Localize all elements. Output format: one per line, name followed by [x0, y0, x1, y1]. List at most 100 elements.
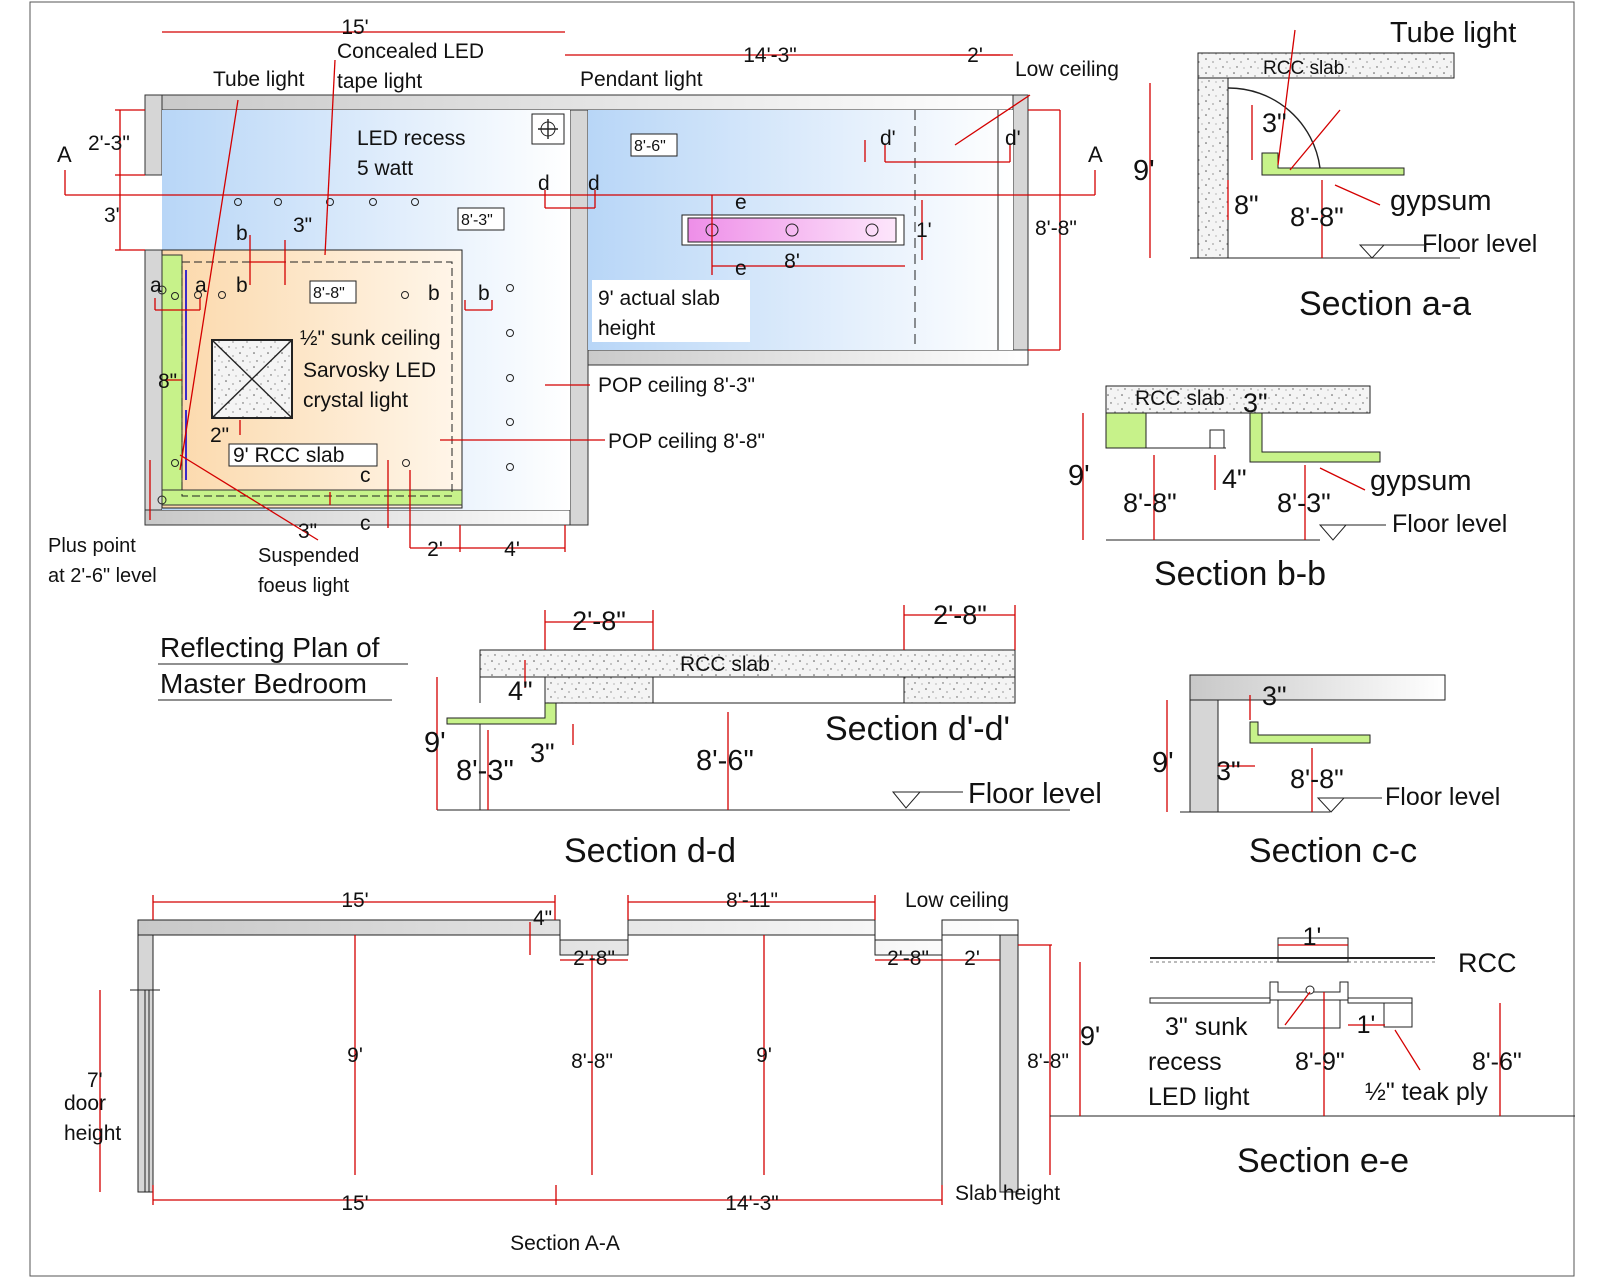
- label-pop-88: POP ceiling 8'-8": [608, 430, 765, 453]
- section-dd-dim-2-8b: 2'-8": [933, 600, 987, 630]
- mark-c-2: c: [360, 512, 371, 535]
- level-tag-8-8: 8'-8": [313, 285, 345, 302]
- label-pendant: Pendant light: [580, 68, 703, 91]
- section-ee-sunk-1: 3" sunk: [1165, 1013, 1248, 1041]
- mark-b-4: b: [478, 282, 490, 305]
- label-sarvosky-2: crystal light: [303, 389, 408, 412]
- section-cc-floor: Floor level: [1385, 783, 1500, 811]
- plan-dim-3in: 3": [293, 214, 312, 237]
- section-AA-door-2: door: [64, 1092, 106, 1115]
- section-dprime-title: Section d'-d': [825, 710, 1010, 748]
- plan-dim-14-3: 14'-3": [743, 44, 797, 67]
- section-AA-dim-9b: 9': [756, 1044, 772, 1067]
- mark-dprime-1: d': [880, 127, 896, 150]
- drawing-title-line2: Master Bedroom: [160, 668, 367, 699]
- plan-dim-2in: 2": [210, 424, 229, 447]
- section-d-d: Section d-d Section d'-d' RCC slab Floor…: [424, 600, 1102, 870]
- mark-e-2: e: [735, 257, 747, 280]
- section-AA-slab-height: Slab height: [955, 1182, 1060, 1205]
- drawing-title-line1: Reflecting Plan of: [160, 632, 380, 663]
- teak-ply-inner: [687, 217, 897, 243]
- mark-d-1: d: [538, 172, 550, 195]
- section-ee-teak: ½" teak ply: [1365, 1078, 1488, 1106]
- section-dd-dim-8-6: 8'-6": [696, 745, 754, 777]
- section-dd-rcc: RCC slab: [680, 653, 770, 676]
- section-AA-dim-8-8a: 8'-8": [571, 1050, 613, 1073]
- section-ee-dim-8-6: 8'-6": [1472, 1048, 1522, 1076]
- label-led-recess-2: 5 watt: [357, 157, 413, 180]
- plan-dim-3in-bottom: 3": [298, 520, 317, 543]
- sunk-ceiling-outline: [181, 261, 453, 497]
- section-bb-dim-4: 4": [1222, 464, 1247, 494]
- section-cc-dim-3b: 3": [1216, 756, 1241, 786]
- label-rcc-slab: 9' RCC slab: [233, 444, 344, 467]
- label-led-tape-1: Concealed LED: [337, 40, 484, 63]
- mark-a-2: a: [195, 274, 207, 297]
- label-plus-point-1: Plus point: [48, 535, 136, 557]
- section-cc-dim-8-8: 8'-8": [1290, 764, 1344, 794]
- plan-wall-mid: [569, 109, 589, 526]
- mark-dprime-2: d': [1005, 127, 1021, 150]
- section-aa-dim-8: 8": [1234, 190, 1259, 220]
- section-AA-dim-8-11: 8'-11": [726, 889, 778, 912]
- label-pop-83: POP ceiling 8'-3": [598, 374, 755, 397]
- section-bb-dim-9: 9': [1068, 460, 1090, 492]
- section-AA-low-ceiling: Low ceiling: [905, 889, 1009, 912]
- section-bb-dim-3: 3": [1243, 388, 1268, 418]
- mark-d-2: d: [588, 172, 600, 195]
- section-AA-dim-2-8b: 2'-8": [887, 947, 929, 970]
- label-led-recess-1: LED recess: [357, 127, 466, 150]
- section-aa-gypsum: gypsum: [1390, 185, 1492, 217]
- section-b-b: Section b-b RCC slab gypsum Floor level …: [1068, 385, 1507, 593]
- plan-dim-8-8: 8'-8": [1035, 217, 1077, 240]
- section-dd-dim-4: 4": [508, 676, 533, 706]
- section-ee-title: Section e-e: [1237, 1142, 1409, 1180]
- section-AA-dim-4: 4": [533, 907, 552, 930]
- section-dd-floor: Floor level: [968, 778, 1102, 810]
- section-AA-dim-15-bottom: 15': [341, 1192, 368, 1215]
- section-AA-dim-2-8a: 2'-8": [573, 947, 615, 970]
- mark-b-2: b: [236, 274, 248, 297]
- section-e-e: Section e-e RCC 3" sunk recess LED light…: [1050, 923, 1575, 1180]
- plan-dim-4-bottom: 4': [504, 538, 520, 561]
- plan-wall-bottom-right: [569, 349, 1029, 366]
- section-bb-title: Section b-b: [1154, 555, 1326, 593]
- label-plus-point-2: at 2'-6" level: [48, 565, 157, 587]
- plan-wall-top: [144, 94, 1029, 111]
- section-aa-rcc: RCC slab: [1263, 58, 1344, 79]
- section-aa-dim-8-8: 8'-8": [1290, 202, 1344, 232]
- section-ee-sunk-2: recess: [1148, 1048, 1222, 1076]
- section-bb-gypsum: gypsum: [1370, 465, 1472, 497]
- section-dd-title: Section d-d: [564, 832, 736, 870]
- section-dd-dim-2-8a: 2'-8": [572, 606, 626, 636]
- section-AA-door-3: height: [64, 1122, 121, 1145]
- plan-dim-15: 15': [341, 16, 368, 39]
- section-ee-dim-1-top: 1': [1303, 923, 1322, 951]
- plan-dim-8: 8': [784, 250, 800, 273]
- section-dd-dim-9: 9': [424, 727, 446, 759]
- section-AA-title: Section A-A: [510, 1232, 620, 1255]
- label-suspended-2: foeus light: [258, 575, 350, 597]
- led-recess-dots: [157, 198, 514, 505]
- label-sunk-ceiling: ½" sunk ceiling: [300, 327, 441, 350]
- plan-dim-3: 3': [104, 204, 120, 227]
- section-dd-dim-8-3: 8'-3": [456, 755, 514, 787]
- level-tag-8-3: 8'-3": [461, 212, 493, 229]
- section-aa-dim-3: 3": [1262, 108, 1287, 138]
- plan-dim-2: 2': [967, 44, 983, 67]
- label-suspended-1: Suspended: [258, 545, 359, 567]
- plan-dim-2-bottom: 2': [427, 538, 443, 561]
- section-AA-dim-8-8b: 8'-8": [1027, 1050, 1069, 1073]
- label-low-ceiling: Low ceiling: [1015, 58, 1119, 81]
- plan-wall-left-top: [144, 94, 163, 176]
- section-AA-dim-14-3: 14'-3": [725, 1192, 779, 1215]
- plan-dim-2-3: 2'-3": [88, 132, 130, 155]
- section-cc-dim-9: 9': [1152, 747, 1174, 779]
- mark-c-1: c: [360, 464, 371, 487]
- section-AA-dim-9a: 9': [347, 1044, 363, 1067]
- section-ee-rcc: RCC: [1458, 948, 1517, 978]
- section-a-a-small: Section a-a Tube light RCC slab gypsum F…: [1133, 17, 1537, 323]
- gypsum-strip-bottom: [161, 489, 463, 506]
- mark-e-1: e: [735, 191, 747, 214]
